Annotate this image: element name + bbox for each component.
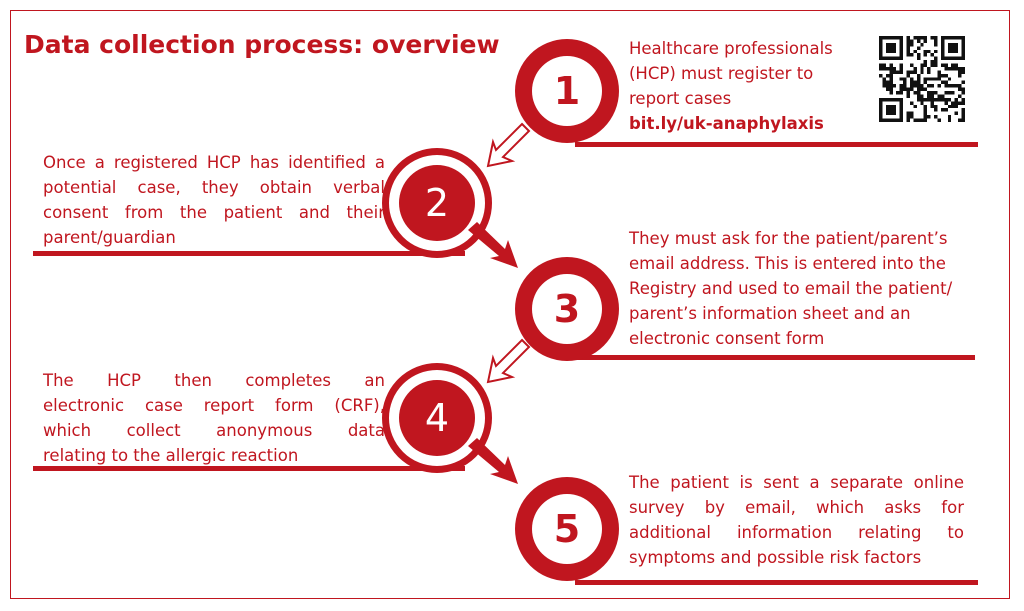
step-3-line: email address. This is entered into the: [629, 254, 946, 273]
step-3-line: They must ask for the patient/parent’s: [629, 229, 948, 248]
step-4-text: The HCP then completes an electronic cas…: [43, 368, 385, 468]
step-2-circle: 2: [382, 148, 492, 258]
step-3-line: parent’s information sheet and an: [629, 304, 911, 323]
step-4-line: relating to the allergic reaction: [43, 446, 299, 465]
step-5-line: symptoms and possible risk factors: [629, 548, 922, 567]
registration-link[interactable]: bit.ly/uk-anaphylaxis: [629, 114, 824, 133]
step-2-rule: [33, 251, 465, 256]
step-1-circle: 1: [515, 39, 619, 143]
step-5-rule: [575, 580, 978, 585]
step-5-circle: 5: [515, 477, 619, 581]
diagram-frame: [10, 10, 1010, 599]
step-4-line: electronic case report form (CRF),: [43, 396, 385, 415]
step-5-line: The patient is sent a separate online: [629, 473, 964, 492]
qr-code-icon[interactable]: [879, 36, 965, 122]
step-5-number: 5: [532, 494, 602, 564]
step-2-line: consent from the patient and their: [43, 203, 385, 222]
step-3-line: Registry and used to email the patient/: [629, 279, 953, 298]
page-title: Data collection process: overview: [24, 30, 500, 59]
step-5-text: The patient is sent a separate online su…: [629, 470, 964, 570]
step-4-number: 4: [399, 380, 475, 456]
step-1-number: 1: [532, 56, 602, 126]
step-1-line: Healthcare professionals: [629, 39, 833, 58]
step-2-text: Once a registered HCP has identified a p…: [43, 150, 385, 250]
step-1-rule: [575, 142, 978, 147]
step-4-circle: 4: [382, 363, 492, 473]
step-1-line: (HCP) must register to: [629, 64, 814, 83]
step-3-circle: 3: [515, 257, 619, 361]
step-5-line: additional information relating to: [629, 523, 964, 542]
step-1-line: report cases: [629, 89, 732, 108]
step-4-rule: [33, 466, 465, 471]
step-1-text: Healthcare professionals (HCP) must regi…: [629, 36, 869, 136]
step-3-number: 3: [532, 274, 602, 344]
step-3-rule: [575, 355, 975, 360]
step-5-line: survey by email, which asks for: [629, 498, 964, 517]
step-2-line: Once a registered HCP has identified a: [43, 153, 385, 172]
step-2-line: potential case, they obtain verbal: [43, 178, 385, 197]
step-4-line: The HCP then completes an: [43, 371, 385, 390]
step-3-line: electronic consent form: [629, 329, 825, 348]
step-3-text: They must ask for the patient/parent’s e…: [629, 226, 974, 351]
step-2-number: 2: [399, 165, 475, 241]
step-4-line: which collect anonymous data: [43, 421, 385, 440]
step-2-line: parent/guardian: [43, 228, 176, 247]
